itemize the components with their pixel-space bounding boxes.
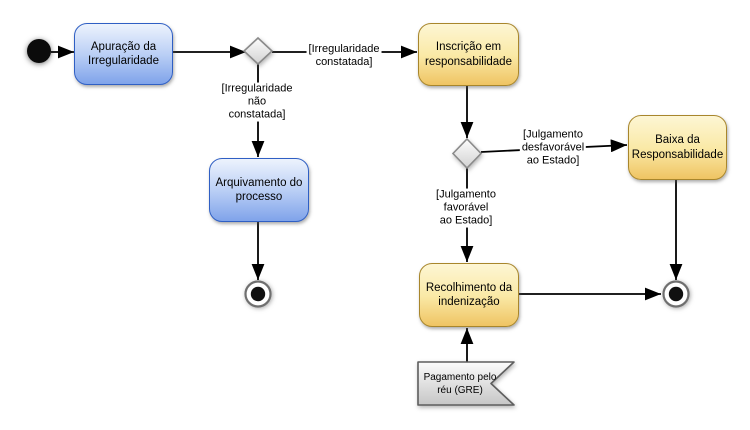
node-inscricao-em-responsabilidade: Inscrição em responsabilidade xyxy=(418,23,519,86)
guard-irregularidade-constatada: [Irregularidade constatada] xyxy=(306,43,382,69)
initial-node xyxy=(27,39,51,63)
node-label: Inscrição em responsabilidade xyxy=(425,41,512,68)
signal-pagamento-label: Pagamento pelo réu (GRE) xyxy=(423,372,497,396)
node-label: Apuração da Irregularidade xyxy=(88,40,159,67)
node-label: Baixa da Responsabilidade xyxy=(631,134,724,161)
decision-julgamento-diamond xyxy=(451,137,483,170)
node-label: Recolhimento da indenização xyxy=(425,281,513,308)
final-node-direita xyxy=(662,280,690,308)
guard-julgamento-favoravel: [Julgamento favorável ao Estado] xyxy=(434,188,498,228)
guard-irregularidade-nao-constatada: [Irregularidade não constatada] xyxy=(219,82,295,122)
signal-pagamento-shape xyxy=(417,361,515,406)
guard-julgamento-desfavoravel: [Julgamento desfavorável ao Estado] xyxy=(519,128,587,168)
node-arquivamento-do-processo: Arquivamento do processo xyxy=(209,158,309,222)
node-recolhimento-da-indenizacao: Recolhimento da indenização xyxy=(419,263,519,327)
node-baixa-da-responsabilidade: Baixa da Responsabilidade xyxy=(628,115,727,180)
node-label: Arquivamento do processo xyxy=(215,176,303,203)
final-node-inner-dot xyxy=(668,286,684,302)
final-node-esquerda xyxy=(244,280,272,308)
node-apuracao-da-irregularidade: Apuração da Irregularidade xyxy=(74,23,173,85)
decision-irregularidade-diamond xyxy=(242,36,274,66)
final-node-inner-dot xyxy=(250,286,266,302)
